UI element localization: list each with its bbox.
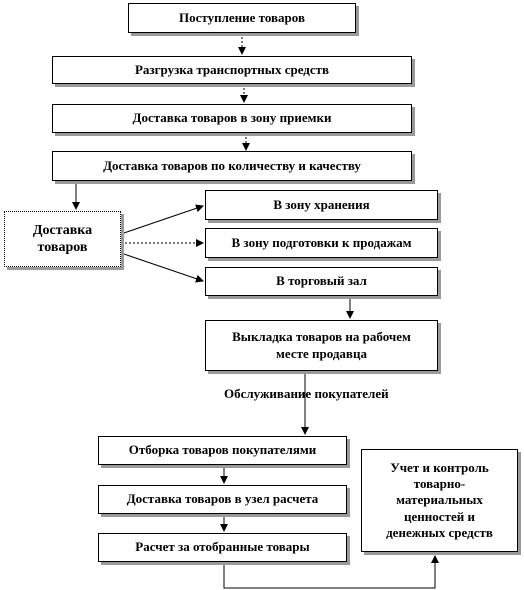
arrow-delivery-to-sales-floor (120, 252, 204, 283)
node-delivery-checkout: Доставка товаров в узел расчета (98, 485, 347, 514)
node-delivery: Доставка товаров (4, 211, 121, 267)
node-customer-selection: Отборка товаров покупателями (98, 436, 347, 465)
arrow-payment-to-accounting (223, 555, 439, 589)
arrow-delivery-to-storage (120, 204, 204, 235)
node-presale-zone: В зону подготовки к продажам (205, 228, 438, 258)
node-accounting-control: Учет и контроль товарно-материальных цен… (361, 449, 518, 552)
label-customer-service: Обслуживание покупателей (224, 386, 389, 401)
node-payment: Расчет за отобранные товары (98, 533, 347, 562)
node-storage-zone: В зону хранения (205, 190, 438, 220)
node-receipt: Поступление товаров (128, 3, 356, 33)
node-delivery-reception: Доставка товаров в зону приемки (52, 104, 412, 133)
node-unloading: Разгрузка транспортных средств (52, 56, 412, 84)
node-delivery-quantity-quality: Доставка товаров по количеству и качеств… (52, 151, 412, 181)
node-sales-floor: В торговый зал (205, 267, 438, 296)
node-display-workplace: Выкладка товаров на рабочем месте продав… (205, 320, 438, 371)
